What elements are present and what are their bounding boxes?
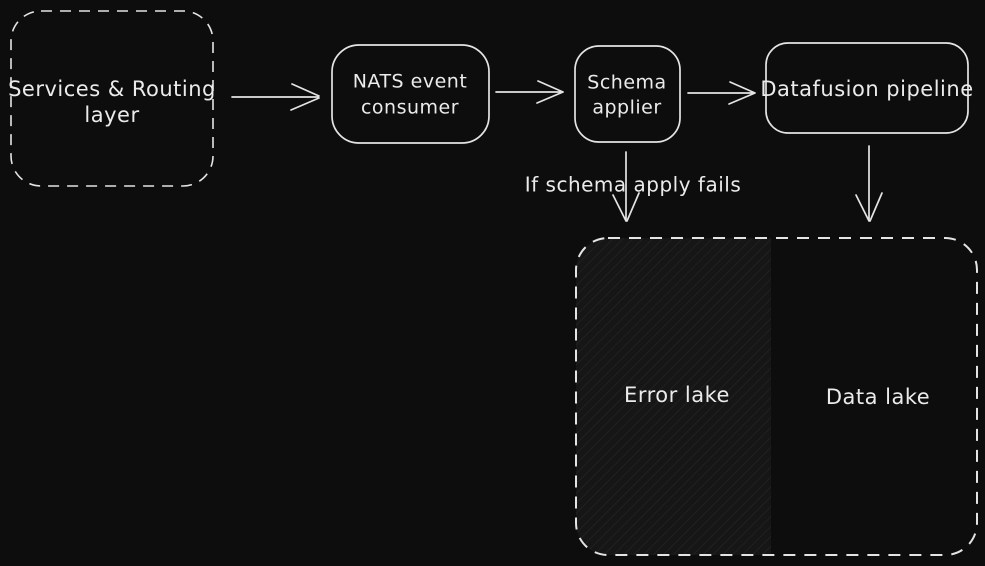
data-lake-label: Data lake — [826, 385, 930, 409]
node-services-routing-layer: Services & Routing layer — [8, 10, 216, 187]
schema-applier-box — [574, 45, 681, 143]
nats-box — [331, 44, 490, 144]
schema-applier-label-line2: applier — [592, 97, 661, 119]
schema-applier-label-line1: Schema — [587, 72, 666, 94]
services-routing-label-line2: layer — [84, 103, 139, 127]
fail-condition-label: If schema apply fails — [525, 173, 742, 197]
datafusion-label: Datafusion pipeline — [760, 77, 973, 101]
datafusion-box — [765, 42, 969, 134]
arrow-datafusion-to-data-lake — [855, 145, 883, 222]
node-datafusion-pipeline: Datafusion pipeline — [760, 42, 973, 134]
error-lake-label: Error lake — [624, 383, 730, 407]
nats-label-line1: NATS event — [353, 71, 468, 93]
arrow-schema-to-datafusion — [687, 81, 756, 105]
arrow-schema-to-error-lake — [612, 151, 640, 222]
lake-container-box — [575, 237, 978, 556]
services-routing-box — [10, 10, 214, 187]
services-routing-label-line1: Services & Routing — [8, 77, 216, 101]
arrow-nats-to-schema — [495, 80, 564, 104]
node-schema-applier: Schema applier — [574, 45, 681, 143]
arrow-services-to-nats — [231, 83, 320, 111]
nats-label-line2: consumer — [361, 97, 459, 119]
node-lake-container: Error lake Data lake — [575, 237, 978, 556]
error-lake-hatched-area — [576, 238, 771, 555]
node-nats-event-consumer: NATS event consumer — [331, 44, 490, 144]
